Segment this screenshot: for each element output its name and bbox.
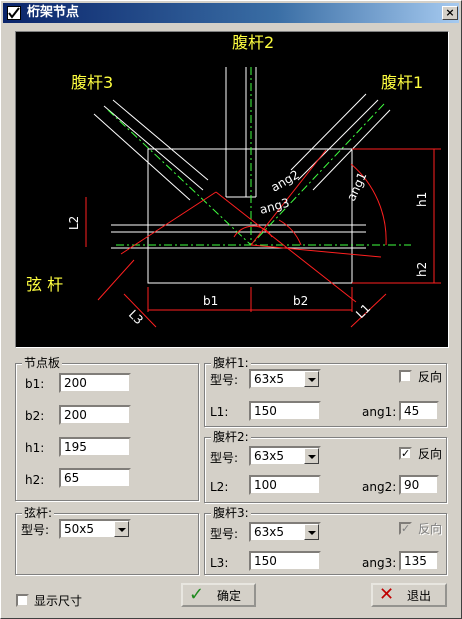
web1-type-select[interactable]: 63x5 bbox=[249, 369, 321, 389]
ok-button[interactable]: ✓ 确定 bbox=[181, 583, 256, 607]
label-L2: L2 bbox=[67, 216, 81, 230]
web3-L-input[interactable]: 150 bbox=[249, 551, 321, 571]
web2-L-label: L2: bbox=[210, 480, 229, 494]
web1-type-value: 63x5 bbox=[254, 372, 285, 386]
cross-icon: ✕ bbox=[379, 584, 395, 605]
h2-label: h2: bbox=[25, 473, 45, 487]
web1-ang-label: ang1: bbox=[362, 405, 397, 419]
label-L1: L1 bbox=[353, 301, 373, 321]
show-dimensions-label[interactable]: 显示尺寸 bbox=[34, 594, 83, 608]
web3-group: 腹杆3: bbox=[204, 506, 447, 575]
label-b2: b2 bbox=[293, 294, 308, 308]
h2-input[interactable]: 65 bbox=[59, 468, 131, 488]
label-chord: 弦 杆 bbox=[26, 275, 63, 294]
h1-label: h1: bbox=[25, 441, 45, 455]
show-dimensions-checkbox[interactable] bbox=[16, 594, 29, 607]
window-title: 桁架节点 bbox=[27, 5, 80, 20]
label-L3: L3 bbox=[126, 307, 146, 327]
label-ang1: ang1 bbox=[344, 170, 369, 203]
web2-ang-input[interactable]: 90 bbox=[399, 475, 439, 495]
web3-type-value: 63x5 bbox=[254, 525, 285, 539]
b2-label: b2: bbox=[25, 409, 45, 423]
chord-group: 弦杆: bbox=[15, 506, 199, 575]
chord-type-label: 型号: bbox=[21, 523, 50, 537]
app-check-icon bbox=[7, 6, 21, 20]
exit-label: 退出 bbox=[407, 589, 432, 603]
centerlines bbox=[107, 67, 411, 246]
web2-title: 腹杆2: bbox=[211, 430, 251, 444]
label-ang2: ang2 bbox=[269, 167, 302, 194]
web2-type-label: 型号: bbox=[210, 451, 239, 465]
truss-node-drawing: 腹杆2 腹杆3 腹杆1 弦 杆 ang2 ang3 ang1 b1 b2 h1 … bbox=[15, 31, 449, 348]
label-web1: 腹杆1 bbox=[381, 73, 423, 92]
dimension-lines bbox=[85, 148, 441, 328]
dimension-labels: ang2 ang3 ang1 b1 b2 h1 h2 L2 L3 L1 bbox=[67, 167, 429, 327]
web3-L-label: L3: bbox=[210, 556, 229, 570]
web3-reverse-checkbox[interactable]: ✓ bbox=[399, 522, 412, 535]
close-icon: × bbox=[445, 6, 455, 19]
web2-type-select[interactable]: 63x5 bbox=[249, 446, 321, 466]
web1-reverse-label[interactable]: 反向 bbox=[418, 370, 443, 384]
chevron-down-icon[interactable] bbox=[304, 448, 319, 464]
web1-group: 腹杆1: bbox=[204, 356, 447, 427]
label-web3: 腹杆3 bbox=[71, 73, 113, 92]
web2-type-value: 63x5 bbox=[254, 449, 285, 463]
web3-ang-input[interactable]: 135 bbox=[399, 551, 439, 571]
chevron-down-icon[interactable] bbox=[114, 521, 129, 537]
chevron-down-icon[interactable] bbox=[304, 371, 319, 387]
web2-L-input[interactable]: 100 bbox=[249, 475, 321, 495]
web2-group: 腹杆2: bbox=[204, 430, 447, 503]
label-h1: h1 bbox=[415, 192, 429, 207]
label-b1: b1 bbox=[203, 294, 218, 308]
h1-input[interactable]: 195 bbox=[59, 437, 131, 457]
label-h2: h2 bbox=[415, 262, 429, 277]
chord-type-value: 50x5 bbox=[64, 522, 95, 536]
web1-title: 腹杆1: bbox=[211, 356, 251, 370]
ok-label: 确定 bbox=[217, 589, 242, 603]
web2-reverse-checkbox[interactable]: ✓ bbox=[399, 447, 412, 460]
web1-reverse-checkbox[interactable] bbox=[399, 370, 412, 383]
b1-input[interactable]: 200 bbox=[59, 373, 131, 393]
web1-ang-input[interactable]: 45 bbox=[399, 401, 439, 421]
chevron-down-icon[interactable] bbox=[304, 524, 319, 540]
web1-type-label: 型号: bbox=[210, 373, 239, 387]
drawing-svg: 腹杆2 腹杆3 腹杆1 弦 杆 ang2 ang3 ang1 b1 b2 h1 … bbox=[26, 33, 441, 328]
b1-label: b1: bbox=[25, 377, 45, 391]
web1-L-input[interactable]: 150 bbox=[249, 401, 321, 421]
web3-reverse-label: 反向 bbox=[418, 522, 443, 536]
web2-ang-label: ang2: bbox=[362, 480, 397, 494]
b2-input[interactable]: 200 bbox=[59, 405, 131, 425]
check-icon: ✓ bbox=[401, 447, 411, 460]
gusset-title: 节点板 bbox=[22, 356, 63, 370]
web2-reverse-label[interactable]: 反向 bbox=[418, 447, 443, 461]
title-bar: 桁架节点 × bbox=[3, 3, 459, 23]
web1-L-label: L1: bbox=[210, 405, 229, 419]
web3-ang-label: ang3: bbox=[362, 556, 397, 570]
gusset-plate-group: 节点板 bbox=[15, 356, 199, 501]
label-ang3: ang3 bbox=[258, 196, 291, 217]
member-labels: 腹杆2 腹杆3 腹杆1 弦 杆 bbox=[26, 33, 423, 294]
check-icon: ✓ bbox=[189, 584, 205, 605]
exit-button[interactable]: ✕ 退出 bbox=[371, 583, 447, 607]
close-button[interactable]: × bbox=[442, 6, 458, 20]
web3-type-label: 型号: bbox=[210, 527, 239, 541]
label-web2: 腹杆2 bbox=[232, 33, 274, 52]
chord-members bbox=[93, 67, 391, 284]
chord-title: 弦杆: bbox=[22, 506, 55, 520]
web3-type-select[interactable]: 63x5 bbox=[249, 522, 321, 542]
web3-title: 腹杆3: bbox=[211, 506, 251, 520]
chord-type-select[interactable]: 50x5 bbox=[59, 519, 131, 539]
check-icon: ✓ bbox=[401, 522, 411, 535]
